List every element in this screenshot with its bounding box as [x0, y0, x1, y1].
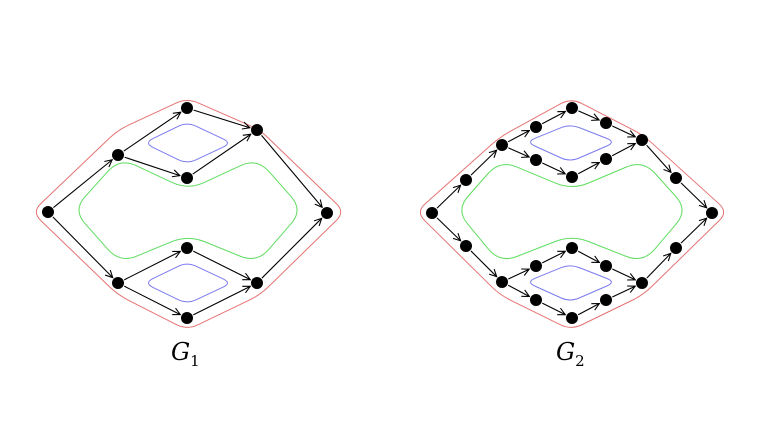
- path-bottom-inner-g2-edge-3: [577, 250, 599, 262]
- node-g1-4: [181, 172, 193, 184]
- edge-g1-5: [192, 134, 251, 175]
- node-g1-7: [181, 242, 193, 254]
- edge-g1-9: [123, 285, 180, 314]
- node-g2-5: [566, 102, 578, 114]
- middle-face-g1: [78, 162, 298, 259]
- path-bottom-outer-g2-edge-8: [680, 218, 707, 244]
- edge-g1-11: [193, 286, 250, 316]
- node-g2-3: [496, 139, 508, 151]
- path-top-outer-g2-edge-3: [507, 131, 529, 143]
- path-bottom-outer-g2-edge-7: [646, 253, 671, 279]
- edge-g1-3: [124, 156, 180, 175]
- path-bottom-outer-g2-edge-5: [577, 304, 599, 316]
- outer-region-g1: [35, 99, 342, 328]
- node-g2-6: [600, 117, 612, 129]
- path-bottom-inner-g2-edge-2: [542, 251, 565, 264]
- edge-g1-12: [261, 218, 322, 279]
- path-top-inner-g2-edge-3: [577, 163, 599, 175]
- node-g1-2: [112, 149, 124, 161]
- path-top-inner-g2-edge-1: [508, 147, 529, 157]
- node-g1-1: [42, 206, 54, 218]
- node-g2-2: [460, 174, 472, 186]
- middle-face-g2: [461, 164, 683, 260]
- node-g2-9: [706, 207, 718, 219]
- inner-face-bottom-g1: [148, 263, 228, 303]
- node-g1-10: [321, 207, 333, 219]
- outer-region-g2: [419, 100, 725, 328]
- path-bottom-outer-g2-edge-2: [470, 250, 497, 277]
- node-g2-17: [600, 294, 612, 306]
- path-top-inner-g2-edge-2: [542, 162, 565, 174]
- path-top-outer-g2-edge-6: [612, 125, 635, 137]
- path-top-outer-g2-edge-7: [646, 144, 671, 172]
- node-g2-20: [530, 260, 542, 272]
- edge-g1-6: [261, 134, 323, 207]
- edge-g1-10: [193, 250, 250, 280]
- path-top-outer-g2-edge-2: [470, 150, 497, 176]
- inner-face-bottom-g2: [530, 265, 612, 301]
- graph-label-g2: G2: [556, 338, 585, 370]
- path-top-inner-g2-edge-4: [611, 144, 635, 157]
- path-top-outer-g2-edge-5: [578, 110, 599, 120]
- graph-g2: [419, 100, 725, 328]
- node-g1-8: [181, 312, 193, 324]
- node-g1-9: [251, 277, 263, 289]
- path-bottom-outer-g2-edge-4: [542, 302, 565, 315]
- node-g2-12: [600, 153, 612, 165]
- node-g2-11: [566, 171, 578, 183]
- node-g2-16: [566, 312, 578, 324]
- edge-g1-7: [52, 216, 113, 278]
- path-bottom-inner-g2-edge-4: [612, 268, 635, 280]
- path-top-outer-g2-edge-1: [436, 185, 461, 209]
- node-g2-14: [496, 276, 508, 288]
- path-bottom-outer-g2-edge-1: [436, 217, 461, 241]
- node-g2-10: [530, 154, 542, 166]
- node-g1-5: [251, 124, 263, 136]
- node-g2-22: [600, 260, 612, 272]
- edge-g1-2: [123, 112, 181, 152]
- path-bottom-inner-g2-edge-1: [508, 269, 529, 280]
- graph-label-g1: G1: [171, 338, 200, 370]
- node-g2-19: [670, 242, 682, 254]
- node-g2-21: [566, 242, 578, 254]
- edge-g1-4: [193, 109, 250, 128]
- graph-g1: [35, 99, 342, 328]
- path-bottom-outer-g2-edge-3: [507, 284, 529, 296]
- node-g2-13: [460, 240, 472, 252]
- node-g1-6: [112, 277, 124, 289]
- node-g2-18: [636, 277, 648, 289]
- path-top-outer-g2-edge-4: [541, 112, 565, 125]
- inner-face-top-g1: [148, 123, 228, 163]
- node-g1-3: [181, 102, 193, 114]
- edge-g1-8: [123, 251, 180, 281]
- edge-g1-1: [53, 160, 112, 209]
- path-bottom-outer-g2-edge-6: [612, 286, 635, 298]
- path-top-outer-g2-edge-8: [680, 182, 707, 208]
- node-g2-4: [530, 121, 542, 133]
- node-g2-1: [426, 207, 438, 219]
- inner-face-top-g2: [530, 125, 612, 161]
- node-g2-7: [636, 134, 648, 146]
- node-g2-15: [530, 294, 542, 306]
- node-g2-8: [670, 172, 682, 184]
